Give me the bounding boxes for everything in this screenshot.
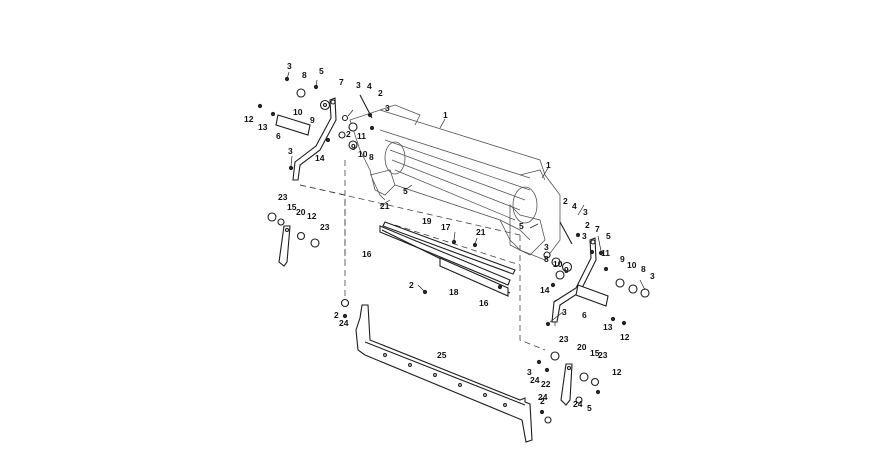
callout-21: 21 — [380, 201, 390, 211]
callout-15: 15 — [287, 202, 297, 212]
callout-3: 3 — [582, 231, 587, 241]
callout-6: 6 — [582, 310, 587, 320]
left-plate-part — [275, 114, 311, 136]
right-arm-part — [551, 237, 597, 323]
roller-frame-assembly — [349, 104, 561, 261]
callouts: 1 1 2 2 2 2 2 2 2 3 3 3 3 3 3 3 3 3 3 4 … — [244, 61, 655, 413]
callout-13: 13 — [258, 122, 268, 132]
left-hardware — [257, 76, 375, 171]
callout-2: 2 — [346, 129, 351, 139]
left-bracket-part — [267, 212, 320, 267]
callout-12: 12 — [307, 211, 317, 221]
callout-10: 10 — [553, 259, 563, 269]
callout-9: 9 — [620, 254, 625, 264]
callout-8: 8 — [641, 264, 646, 274]
callout-3: 3 — [288, 146, 293, 156]
callout-23: 23 — [278, 192, 288, 202]
callout-8: 8 — [544, 254, 549, 264]
callout-16: 16 — [479, 298, 489, 308]
scraper-parts — [379, 221, 516, 297]
callout-7: 7 — [339, 77, 344, 87]
callout-13: 13 — [603, 322, 613, 332]
callout-12: 12 — [612, 367, 622, 377]
callout-5: 5 — [606, 231, 611, 241]
callout-15: 15 — [590, 348, 600, 358]
callout-11: 11 — [357, 131, 366, 141]
callout-23: 23 — [320, 222, 330, 232]
callout-7: 7 — [595, 224, 600, 234]
callout-20: 20 — [296, 207, 306, 217]
callout-24: 24 — [573, 399, 583, 409]
callout-3: 3 — [650, 271, 655, 281]
right-bracket-part — [536, 351, 601, 424]
callout-2: 2 — [563, 196, 568, 206]
callout-2: 2 — [378, 88, 383, 98]
callout-4: 4 — [572, 201, 577, 211]
callout-23: 23 — [559, 334, 569, 344]
callout-14: 14 — [540, 285, 550, 295]
leader-lines — [286, 71, 646, 323]
callout-10: 10 — [358, 149, 368, 159]
lower-bar-part — [340, 298, 533, 443]
callout-24: 24 — [339, 318, 349, 328]
callout-23: 23 — [598, 350, 608, 360]
callout-2: 2 — [540, 396, 545, 406]
left-arm-part — [292, 97, 337, 181]
callout-24: 24 — [530, 375, 540, 385]
callout-14: 14 — [315, 153, 325, 163]
callout-12: 12 — [244, 114, 254, 124]
callout-9: 9 — [351, 142, 356, 152]
callout-19: 19 — [422, 216, 432, 226]
callout-2: 2 — [585, 220, 590, 230]
callout-10: 10 — [627, 260, 637, 270]
callout-11: 11 — [601, 248, 610, 258]
callout-9: 9 — [310, 115, 315, 125]
callout-1: 1 — [443, 110, 448, 120]
callout-9: 9 — [564, 265, 569, 275]
callout-24: 24 — [538, 392, 548, 402]
callout-3: 3 — [544, 242, 549, 252]
callout-3: 3 — [583, 207, 588, 217]
callout-5: 5 — [319, 66, 324, 76]
alignment-lines — [299, 160, 556, 351]
callout-5: 5 — [403, 186, 408, 196]
callout-1: 1 — [546, 160, 551, 170]
callout-21: 21 — [476, 227, 486, 237]
callout-3: 3 — [562, 307, 567, 317]
callout-3: 3 — [385, 103, 390, 113]
right-plate-part — [575, 284, 609, 307]
callout-22: 22 — [541, 379, 551, 389]
callout-20: 20 — [577, 342, 587, 352]
callout-5: 5 — [519, 221, 524, 231]
callout-17: 17 — [441, 222, 451, 232]
callout-3: 3 — [527, 367, 532, 377]
callout-5: 5 — [587, 403, 592, 413]
callout-16: 16 — [362, 249, 372, 259]
callout-12: 12 — [620, 332, 630, 342]
callout-25: 25 — [437, 350, 447, 360]
right-hardware — [543, 221, 650, 327]
callout-10: 10 — [293, 107, 303, 117]
callout-3: 3 — [356, 80, 361, 90]
callout-8: 8 — [302, 70, 307, 80]
callout-3: 3 — [287, 61, 292, 71]
callout-8: 8 — [369, 152, 374, 162]
callout-4: 4 — [367, 81, 372, 91]
callout-6: 6 — [276, 131, 281, 141]
callout-18: 18 — [449, 287, 459, 297]
callout-2: 2 — [334, 310, 339, 320]
callout-2: 2 — [409, 280, 414, 290]
